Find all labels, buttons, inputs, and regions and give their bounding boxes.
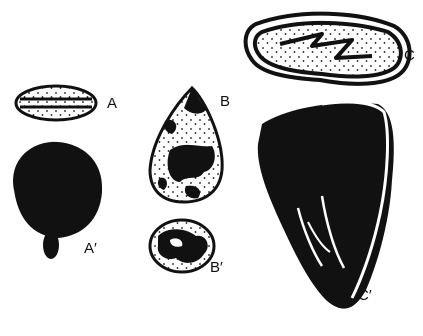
seed-b xyxy=(150,88,222,202)
label-b-prime: B′ xyxy=(210,259,223,276)
label-b: B xyxy=(220,93,230,110)
label-a: A xyxy=(107,95,117,112)
seed-c-cross-section xyxy=(246,14,410,84)
label-a-prime: A′ xyxy=(84,240,97,257)
label-c-prime: C′ xyxy=(358,287,372,304)
seed-a-cross-section xyxy=(16,86,96,120)
label-c: C xyxy=(404,47,415,64)
seed-b-prime-cross-section xyxy=(150,220,214,272)
seed-c-prime xyxy=(258,102,394,309)
